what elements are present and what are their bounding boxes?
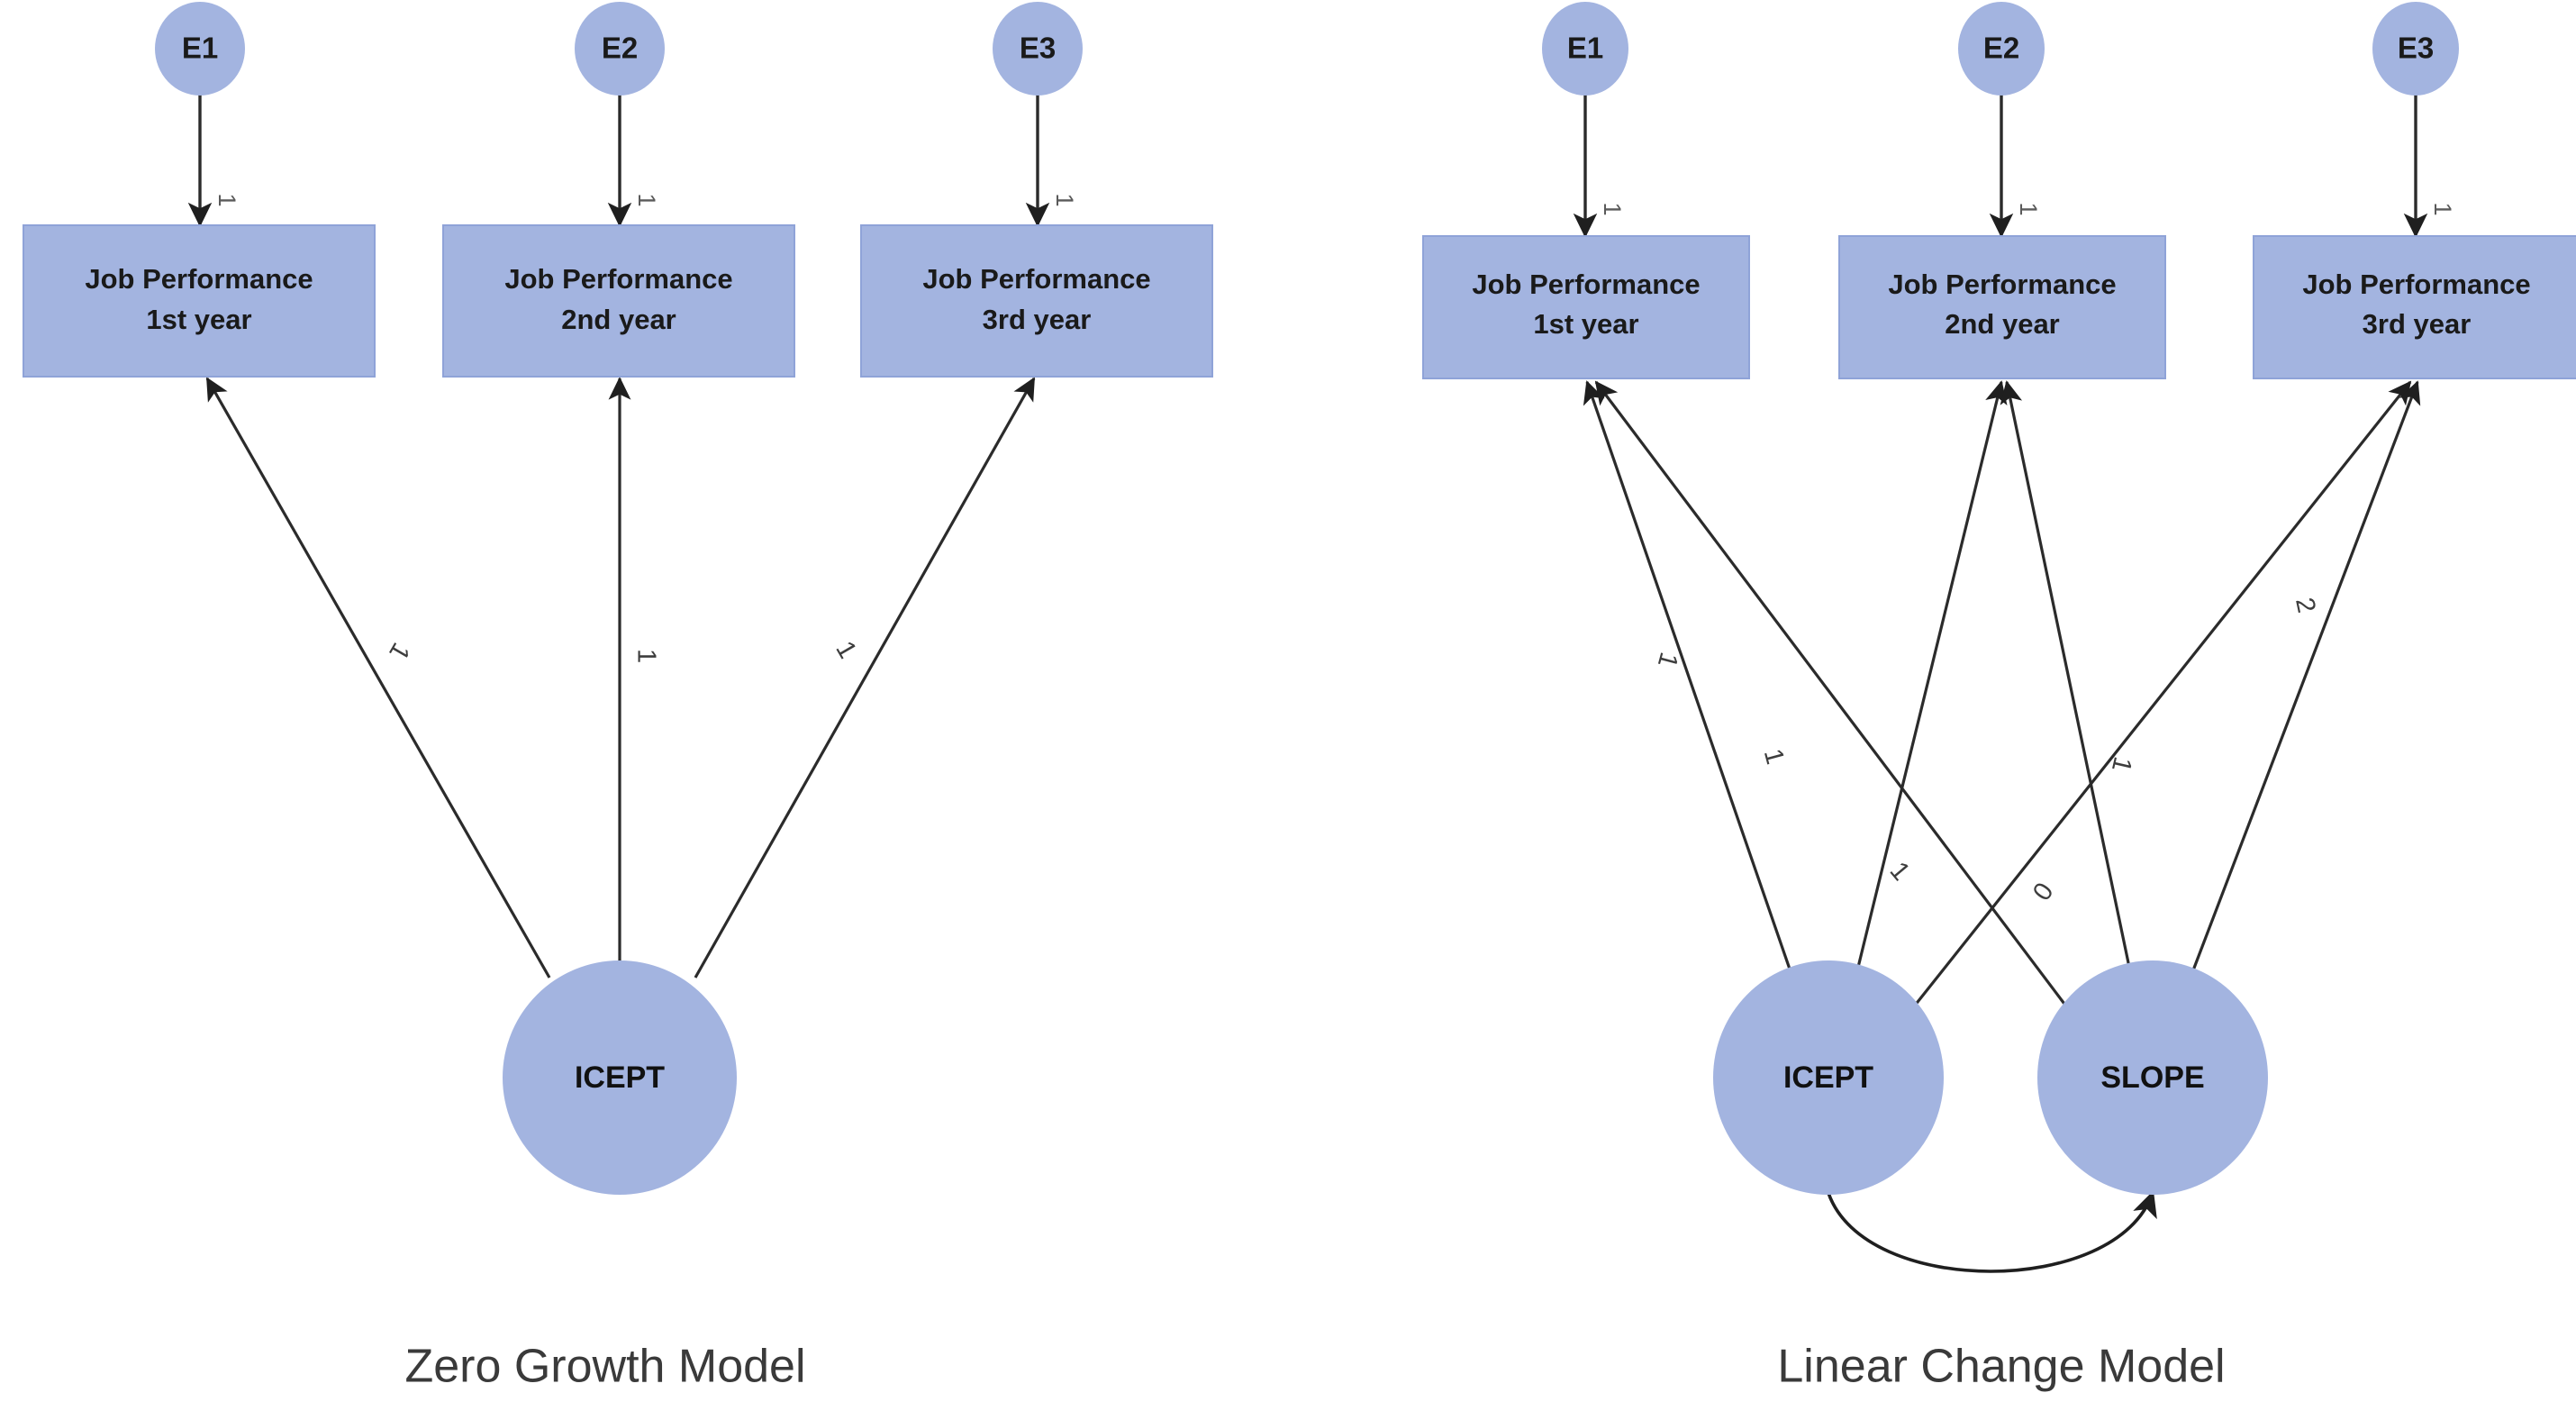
linear-change-model: 1 1 1 1 1 1 xyxy=(1422,2,2576,1393)
coef-loading-icept-jp3-linear: 1 xyxy=(1884,857,1916,887)
zero-growth-model: 1 1 1 1 1 1 E1 xyxy=(23,2,1213,1393)
error-node-e3-linear[interactable] xyxy=(2372,2,2459,96)
indicator-label-jp2-line2-linear: 2nd year xyxy=(1945,308,2060,340)
indicator-label-jp2-line1-linear: Job Performance xyxy=(1888,269,2116,300)
coef-loading-icept-jp2: 1 xyxy=(631,649,660,663)
coef-loading-icept-jp1-linear: 1 xyxy=(1652,649,1683,670)
coef-error-e3: 1 xyxy=(1051,193,1078,206)
latent-node-icept-linear[interactable] xyxy=(1713,960,1944,1195)
loading-path-slope-jp3-linear xyxy=(2187,380,2421,983)
model-caption-linear-change: Linear Change Model xyxy=(1777,1341,2225,1393)
indicator-label-jp3-line2: 3rd year xyxy=(983,304,1092,335)
indicator-label-jp1-line2: 1st year xyxy=(146,304,251,335)
indicator-node-jp1-linear[interactable] xyxy=(1422,235,1750,379)
indicator-label-jp2-line2: 2nd year xyxy=(561,304,676,335)
latent-node-slope-linear[interactable] xyxy=(2037,960,2268,1195)
coef-loading-slope-jp3-linear: 2 xyxy=(2290,596,2321,615)
error-label-e2-linear: E2 xyxy=(1983,32,2019,65)
loading-path-slope-jp1-linear xyxy=(1594,380,2088,1033)
coef-error-e2-linear: 1 xyxy=(2015,202,2042,215)
error-label-e2: E2 xyxy=(602,32,638,65)
indicator-node-jp3[interactable] xyxy=(860,224,1213,378)
indicator-node-jp1[interactable] xyxy=(23,224,376,378)
loading-path-icept-jp3-linear xyxy=(1891,380,2412,1033)
indicator-label-jp3-line1: Job Performance xyxy=(922,263,1150,295)
error-node-e1[interactable] xyxy=(155,2,245,96)
covariance-path-icept-slope xyxy=(1809,1166,2157,1273)
indicator-label-jp1-line2-linear: 1st year xyxy=(1533,308,1638,340)
latent-label-slope-linear: SLOPE xyxy=(2100,1060,2204,1095)
error-label-e3: E3 xyxy=(1020,32,1056,65)
latent-label-icept: ICEPT xyxy=(575,1060,665,1095)
latent-label-icept-linear: ICEPT xyxy=(1783,1060,1873,1095)
coef-loading-icept-jp2-linear: 1 xyxy=(1758,746,1790,768)
indicator-label-jp3-line1-linear: Job Performance xyxy=(2302,269,2530,300)
error-label-e3-linear: E3 xyxy=(2398,32,2434,65)
loading-path-icept-jp1 xyxy=(205,377,551,979)
coef-loading-slope-jp2-linear: 1 xyxy=(2106,754,2137,775)
error-label-e1-linear: E1 xyxy=(1567,32,1603,65)
error-label-e1: E1 xyxy=(182,32,218,65)
indicator-node-jp2-linear[interactable] xyxy=(1838,235,2166,379)
loading-path-slope-jp2-linear xyxy=(2000,380,2136,994)
error-node-e2-linear[interactable] xyxy=(1958,2,2045,96)
indicator-node-jp2[interactable] xyxy=(442,224,795,378)
indicator-label-jp2-line1: Job Performance xyxy=(504,263,732,295)
error-node-e1-linear[interactable] xyxy=(1542,2,1628,96)
indicator-label-jp3-line2-linear: 3rd year xyxy=(2363,308,2472,340)
indicator-label-jp1-line1-linear: Job Performance xyxy=(1472,269,1700,300)
indicator-node-jp3-linear[interactable] xyxy=(2253,235,2576,379)
latent-node-icept[interactable] xyxy=(503,960,737,1195)
loading-path-icept-jp2-linear xyxy=(1850,380,2008,994)
coef-loading-icept-jp1: 1 xyxy=(383,638,415,665)
coef-error-e3-linear: 1 xyxy=(2429,202,2456,215)
error-node-e2[interactable] xyxy=(575,2,665,96)
indicator-label-jp1-line1: Job Performance xyxy=(85,263,313,295)
loading-path-icept-jp1-linear xyxy=(1583,380,1796,983)
model-caption-zero-growth: Zero Growth Model xyxy=(404,1341,805,1393)
coef-error-e2: 1 xyxy=(633,193,660,206)
coef-loading-icept-jp3: 1 xyxy=(830,636,862,663)
error-node-e3[interactable] xyxy=(993,2,1083,96)
coef-error-e1: 1 xyxy=(213,193,240,206)
loading-path-icept-jp3 xyxy=(694,377,1036,979)
coef-error-e1-linear: 1 xyxy=(1599,202,1626,215)
coef-loading-slope-jp1-linear: 0 xyxy=(2026,877,2057,906)
